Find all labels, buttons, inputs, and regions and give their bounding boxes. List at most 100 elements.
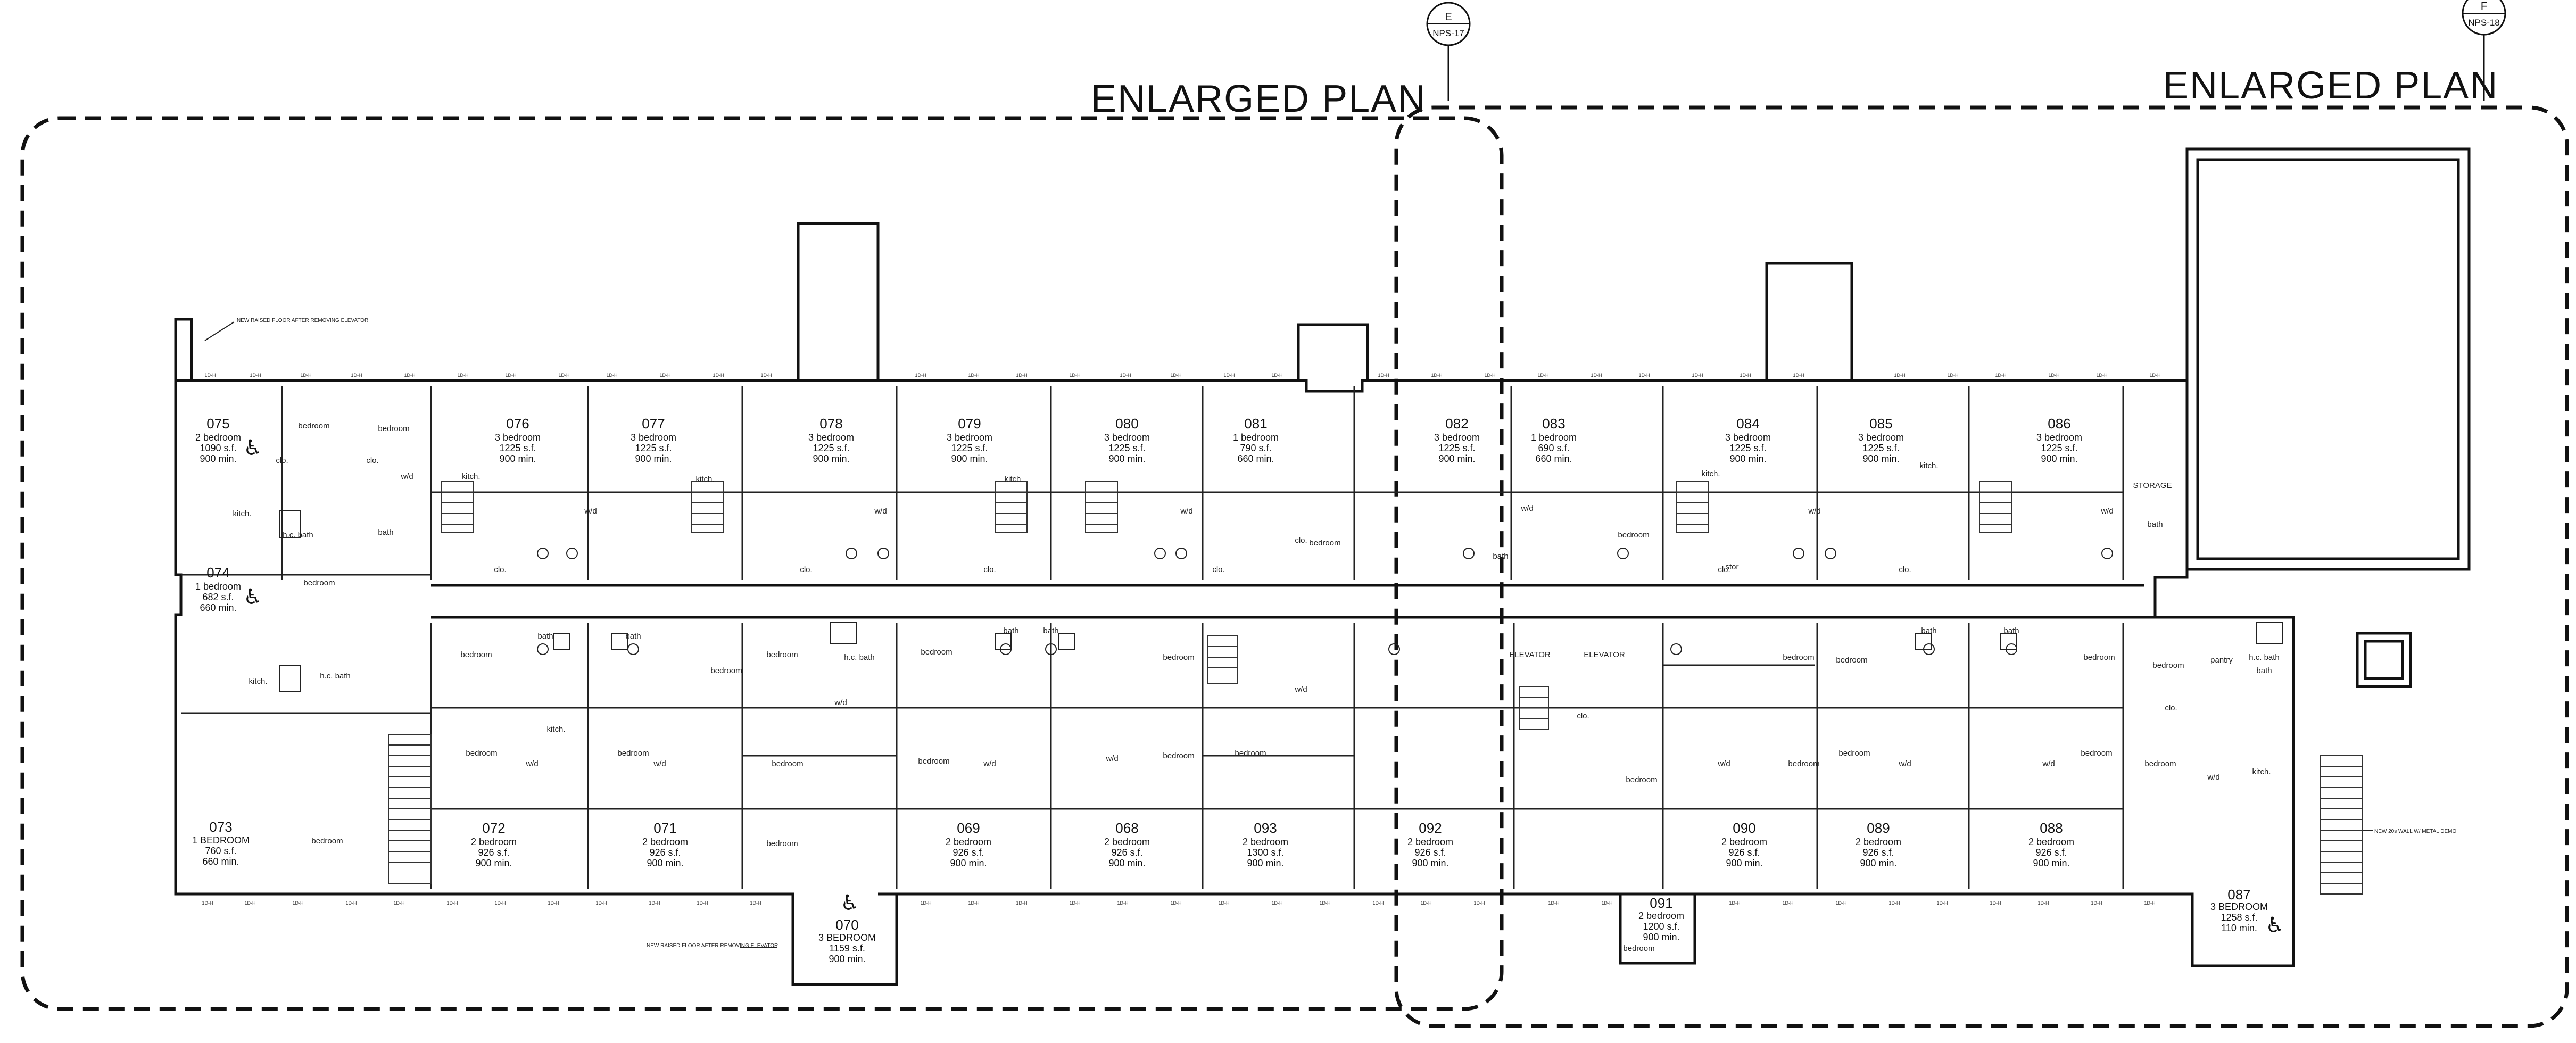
note-new-wall: NEW 20s WALL W/ METAL DEMO — [2374, 829, 2456, 834]
window-tag: 1D-H — [1888, 900, 1900, 906]
unit-type: 2 bedroom — [1407, 837, 1453, 847]
window-tag: 1D-H — [1271, 900, 1282, 906]
room-label-clo: clo. — [1295, 536, 1307, 545]
enlarged-plan-boundaries — [20, 105, 2569, 1028]
unit-084: 084 3 bedroom 1225 s.f. 900 min. — [1725, 416, 1771, 464]
window-tag: 1D-H — [1016, 900, 1027, 906]
room-label-wd: w/d — [983, 759, 996, 768]
window-tag: 1D-H — [920, 900, 931, 906]
window-tag: 1D-H — [595, 900, 607, 906]
window-tag: 1D-H — [1378, 372, 1389, 378]
unit-type: 3 bedroom — [2036, 432, 2082, 443]
window-tag: 1D-H — [1835, 900, 1846, 906]
unit-area: 926 s.f. — [2035, 847, 2067, 858]
room-label-bath: bath — [537, 632, 553, 641]
unit-min: 900 min. — [1108, 453, 1145, 464]
unit-078: 078 3 bedroom 1225 s.f. 900 min. — [808, 416, 854, 464]
room-label-hc-bath: h.c. bath — [844, 653, 875, 662]
unit-area: 926 s.f. — [1111, 847, 1142, 858]
unit-080: 080 3 bedroom 1225 s.f. 900 min. — [1104, 416, 1150, 464]
unit-type: 3 BEDROOM — [2210, 901, 2268, 912]
unit-number: 074 — [206, 565, 229, 581]
unit-081: 081 1 bedroom 790 s.f. 660 min. — [1233, 416, 1279, 464]
unit-area: 1225 s.f. — [2041, 443, 2077, 453]
unit-area: 1225 s.f. — [813, 443, 849, 453]
window-tag: 1D-H — [446, 900, 458, 906]
window-tag: 1D-H — [457, 372, 468, 378]
unit-092: 092 2 bedroom 926 s.f. 900 min. — [1407, 820, 1453, 868]
unit-number: 082 — [1445, 416, 1468, 432]
room-label-storage: STORAGE — [2133, 481, 2172, 490]
window-tag: 1D-H — [1484, 372, 1495, 378]
unit-labels: 075 2 bedroom 1090 s.f. 900 min. ♿ 074 1… — [192, 416, 2284, 964]
unit-number: 069 — [957, 820, 980, 836]
room-label-wd: w/d — [834, 698, 847, 707]
stair-west — [388, 734, 432, 884]
room-label-bath: bath — [1043, 626, 1058, 635]
room-label-bedroom: bedroom — [1623, 944, 1654, 953]
unit-min: 900 min. — [1726, 858, 1762, 868]
room-label-bath: bath — [2256, 666, 2272, 675]
room-label-bedroom: bedroom — [918, 757, 949, 766]
unit-min: 900 min. — [1438, 453, 1475, 464]
unit-area: 682 s.f. — [202, 592, 234, 602]
window-tag: 1D-H — [393, 900, 404, 906]
unit-area: 1225 s.f. — [951, 443, 988, 453]
window-tag: 1D-H — [1170, 372, 1181, 378]
unit-068: 068 2 bedroom 926 s.f. 900 min. — [1104, 820, 1150, 868]
stair-east — [2320, 755, 2363, 895]
unit-type: 2 bedroom — [1243, 837, 1288, 847]
unit-min: 660 min. — [1237, 453, 1274, 464]
room-label-bedroom: bedroom — [1783, 653, 1814, 662]
unit-074: 074 1 bedroom 682 s.f. 660 min. ♿ — [195, 565, 262, 613]
unit-area: 1159 s.f. — [829, 943, 865, 954]
stairs — [388, 481, 2363, 895]
room-label-wd: w/d — [1520, 504, 1533, 513]
room-label-stor: stor — [1725, 562, 1738, 572]
unit-area: 1225 s.f. — [635, 443, 672, 453]
unit-type: 2 bedroom — [2028, 837, 2074, 847]
room-label-bath: bath — [378, 528, 393, 537]
unit-number: 080 — [1115, 416, 1138, 432]
window-tag: 1D-H — [1782, 900, 1793, 906]
window-tag: 1D-H — [351, 372, 362, 378]
unit-075: 075 2 bedroom 1090 s.f. 900 min. ♿ — [195, 416, 262, 464]
room-label-wd: w/d — [2042, 759, 2055, 768]
unit-type: 3 bedroom — [808, 432, 854, 443]
room-label-bath: bath — [1493, 552, 1508, 561]
accessible-icon: ♿ — [2265, 914, 2284, 937]
window-tag: 1D-H — [649, 900, 660, 906]
unit-min: 660 min. — [1535, 453, 1572, 464]
room-label-bedroom: bedroom — [766, 650, 798, 659]
window-tag: 1D-H — [2037, 900, 2049, 906]
unit-071: 071 2 bedroom 926 s.f. 900 min. — [642, 820, 688, 868]
room-label-clo: clo. — [2165, 703, 2177, 713]
unit-min: 900 min. — [499, 453, 536, 464]
interior-partitions — [181, 386, 2124, 889]
room-label-bedroom: bedroom — [921, 648, 952, 657]
window-tag: 1D-H — [345, 900, 357, 906]
window-tags-south: 1D-H 1D-H 1D-H 1D-H 1D-H 1D-H 1D-H 1D-H … — [202, 900, 2155, 906]
unit-area: 926 s.f. — [649, 847, 681, 858]
room-label-bedroom: bedroom — [303, 578, 335, 587]
room-label-bedroom: bedroom — [378, 424, 409, 433]
unit-area: 1225 s.f. — [1862, 443, 1899, 453]
enlarged-plan-region-left — [20, 116, 1504, 1011]
room-label-bedroom: bedroom — [2144, 759, 2176, 768]
window-tag: 1D-H — [1692, 372, 1703, 378]
unit-area: 926 s.f. — [1414, 847, 1446, 858]
window-tag: 1D-H — [1431, 372, 1442, 378]
room-label-bath: bath — [1003, 626, 1018, 635]
window-tag: 1D-H — [2144, 900, 2155, 906]
unit-type: 3 bedroom — [947, 432, 992, 443]
window-tag: 1D-H — [659, 372, 670, 378]
unit-number: 071 — [653, 820, 676, 836]
room-label-clo: clo. — [366, 456, 378, 465]
unit-number: 083 — [1542, 416, 1565, 432]
unit-091: 091 2 bedroom 1200 s.f. 900 min. — [1638, 895, 1684, 942]
unit-area: 926 s.f. — [478, 847, 509, 858]
window-tag: 1D-H — [1016, 372, 1027, 378]
enlarged-plan-title-left: ENLARGED PLAN — [1091, 78, 1426, 120]
room-label-kitch: kitch. — [2252, 767, 2271, 776]
unit-area: 1090 s.f. — [200, 443, 236, 453]
